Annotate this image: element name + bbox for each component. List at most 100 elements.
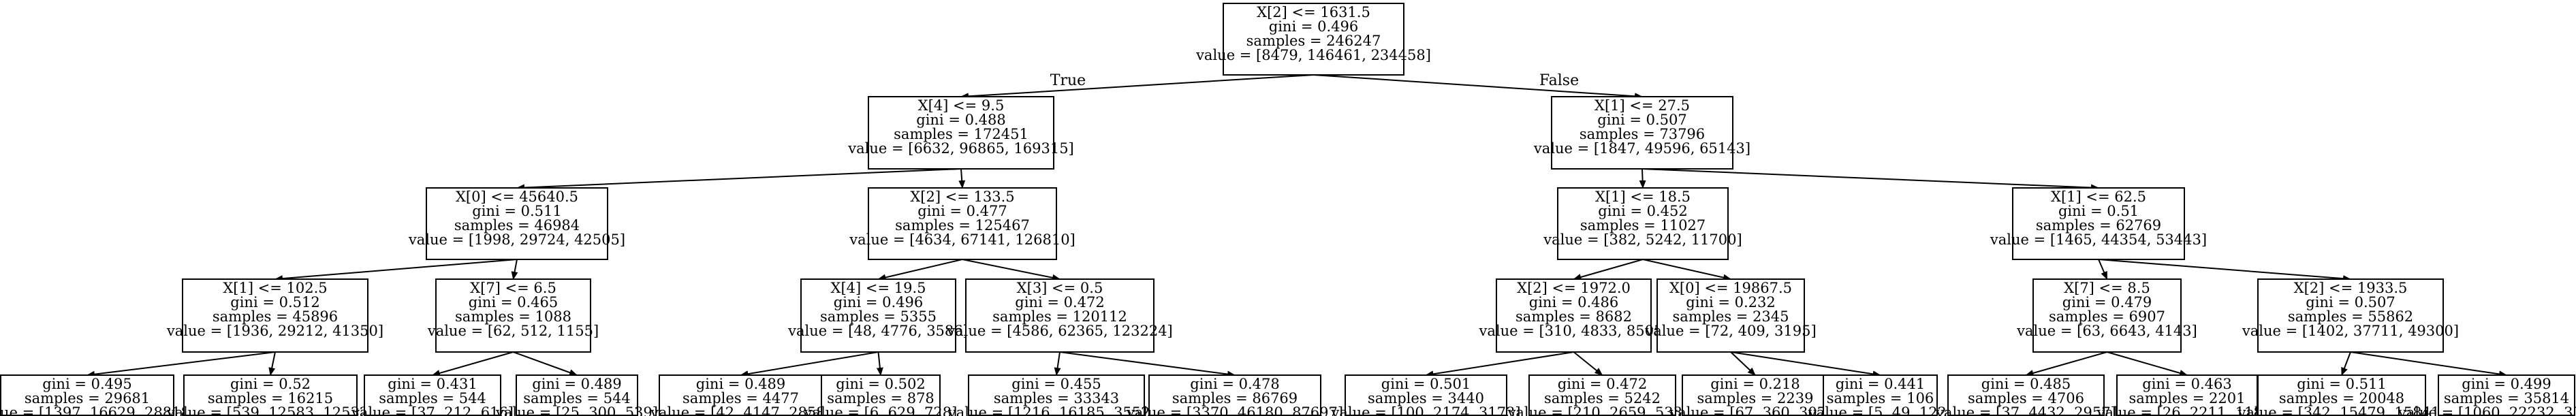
edge-n4-n9 <box>877 259 963 281</box>
node-line: X[2] <= 1631.5 <box>1257 4 1370 20</box>
node-line: value = [72, 409, 3195] <box>1644 323 1816 339</box>
node-line: value = [3370, 46180, 87697] <box>1126 404 1343 416</box>
node-box <box>868 96 1054 170</box>
node-line: samples = 16215 <box>208 390 333 406</box>
node-line: value = [48, 4776, 3586] <box>787 323 969 339</box>
node-line: X[4] <= 9.5 <box>918 97 1005 114</box>
edge-label-true: True <box>1050 72 1086 89</box>
node-line: samples = 73796 <box>1580 126 1705 142</box>
node-line: gini = 0.431 <box>388 376 477 392</box>
node-line: value = [100, 2174, 3173] <box>1330 404 1520 416</box>
node-line: gini = 0.488 <box>916 112 1005 128</box>
node-line: samples = 2201 <box>2129 390 2246 406</box>
node-line: X[2] <= 1933.5 <box>2294 280 2408 296</box>
edge-n6-n14 <box>2098 259 2351 283</box>
node-line: value = [42, 4147, 2858] <box>650 404 831 416</box>
node-line: gini = 0.218 <box>1710 376 1800 392</box>
node-line: value = [342, 15479, 15841] <box>2237 404 2446 416</box>
node-line: samples = 62769 <box>2036 217 2161 234</box>
edge-n13-n28 <box>2107 351 2188 377</box>
node-box <box>1551 96 1733 170</box>
node-line: value = [63, 6643, 4143] <box>2016 323 2197 339</box>
node-line: samples = 172451 <box>894 126 1028 142</box>
node-line: samples = 544 <box>523 390 631 406</box>
node-line: value = [4586, 62365, 123224] <box>946 323 1173 339</box>
node-line: gini = 0.489 <box>696 376 785 392</box>
node-line: samples = 4477 <box>682 390 799 406</box>
edge-n12-n25 <box>1730 351 1756 376</box>
node-line: samples = 55862 <box>2288 308 2413 325</box>
node-line: value = [1402, 37711, 49300] <box>2242 323 2459 339</box>
node-line: samples = 106 <box>1827 390 1934 406</box>
node-box <box>364 374 501 416</box>
edge-n3-n7 <box>274 259 518 283</box>
node-line: samples = 1088 <box>455 308 571 325</box>
node-line: samples = 5355 <box>820 308 937 325</box>
node-line: samples = 35814 <box>2444 390 2569 406</box>
node-line: X[0] <= 45640.5 <box>456 189 578 205</box>
node-line: value = [1998, 29724, 42505] <box>408 231 625 248</box>
node-line: value = [37, 212, 616] <box>351 404 514 416</box>
node-line: X[7] <= 8.5 <box>2064 280 2150 296</box>
node-box <box>965 278 1155 353</box>
edge-n5-n12 <box>1642 259 1731 281</box>
node-line: value = [6, 629, 728] <box>804 404 958 416</box>
node-box <box>1496 278 1652 353</box>
node-box <box>1682 374 1829 416</box>
node-line: value = [67, 360, 3073] <box>1669 404 1840 416</box>
node-line: gini = 0.477 <box>917 203 1007 219</box>
node-line: gini = 0.479 <box>2062 294 2152 310</box>
edge-n13-n27 <box>2025 351 2107 377</box>
node-box <box>2032 278 2182 353</box>
node-line: X[1] <= 18.5 <box>1595 189 1691 205</box>
node-box <box>821 374 941 416</box>
node-box <box>1528 374 1676 416</box>
node-line: value = [1397, 16629, 28818] <box>0 404 195 416</box>
node-box <box>1656 278 1805 353</box>
node-box <box>1557 187 1729 260</box>
node-line: X[2] <= 1972.0 <box>1517 280 1631 296</box>
node-line: X[3] <= 0.5 <box>1017 280 1103 296</box>
node-line: samples = 20048 <box>2279 390 2404 406</box>
edge-n7-n15 <box>87 351 276 378</box>
node-box <box>2116 374 2258 416</box>
node-line: value = [62, 512, 1155] <box>427 323 599 339</box>
node-line: gini = 0.455 <box>1011 376 1101 392</box>
edge-n9-n19 <box>740 351 879 378</box>
node-box <box>968 374 1145 416</box>
node-box <box>2257 278 2444 353</box>
node-box <box>2257 374 2426 416</box>
node-line: gini = 0.232 <box>1686 294 1775 310</box>
node-line: X[2] <= 133.5 <box>910 189 1014 205</box>
edge-n8-n18 <box>513 351 578 376</box>
node-line: value = [4634, 67141, 126810] <box>849 231 1075 248</box>
edge-n9-n20 <box>876 351 883 376</box>
node-line: samples = 125467 <box>895 217 1030 234</box>
node-box <box>183 374 358 416</box>
node-box <box>182 278 368 353</box>
edge-n2-n6 <box>1642 168 2099 191</box>
